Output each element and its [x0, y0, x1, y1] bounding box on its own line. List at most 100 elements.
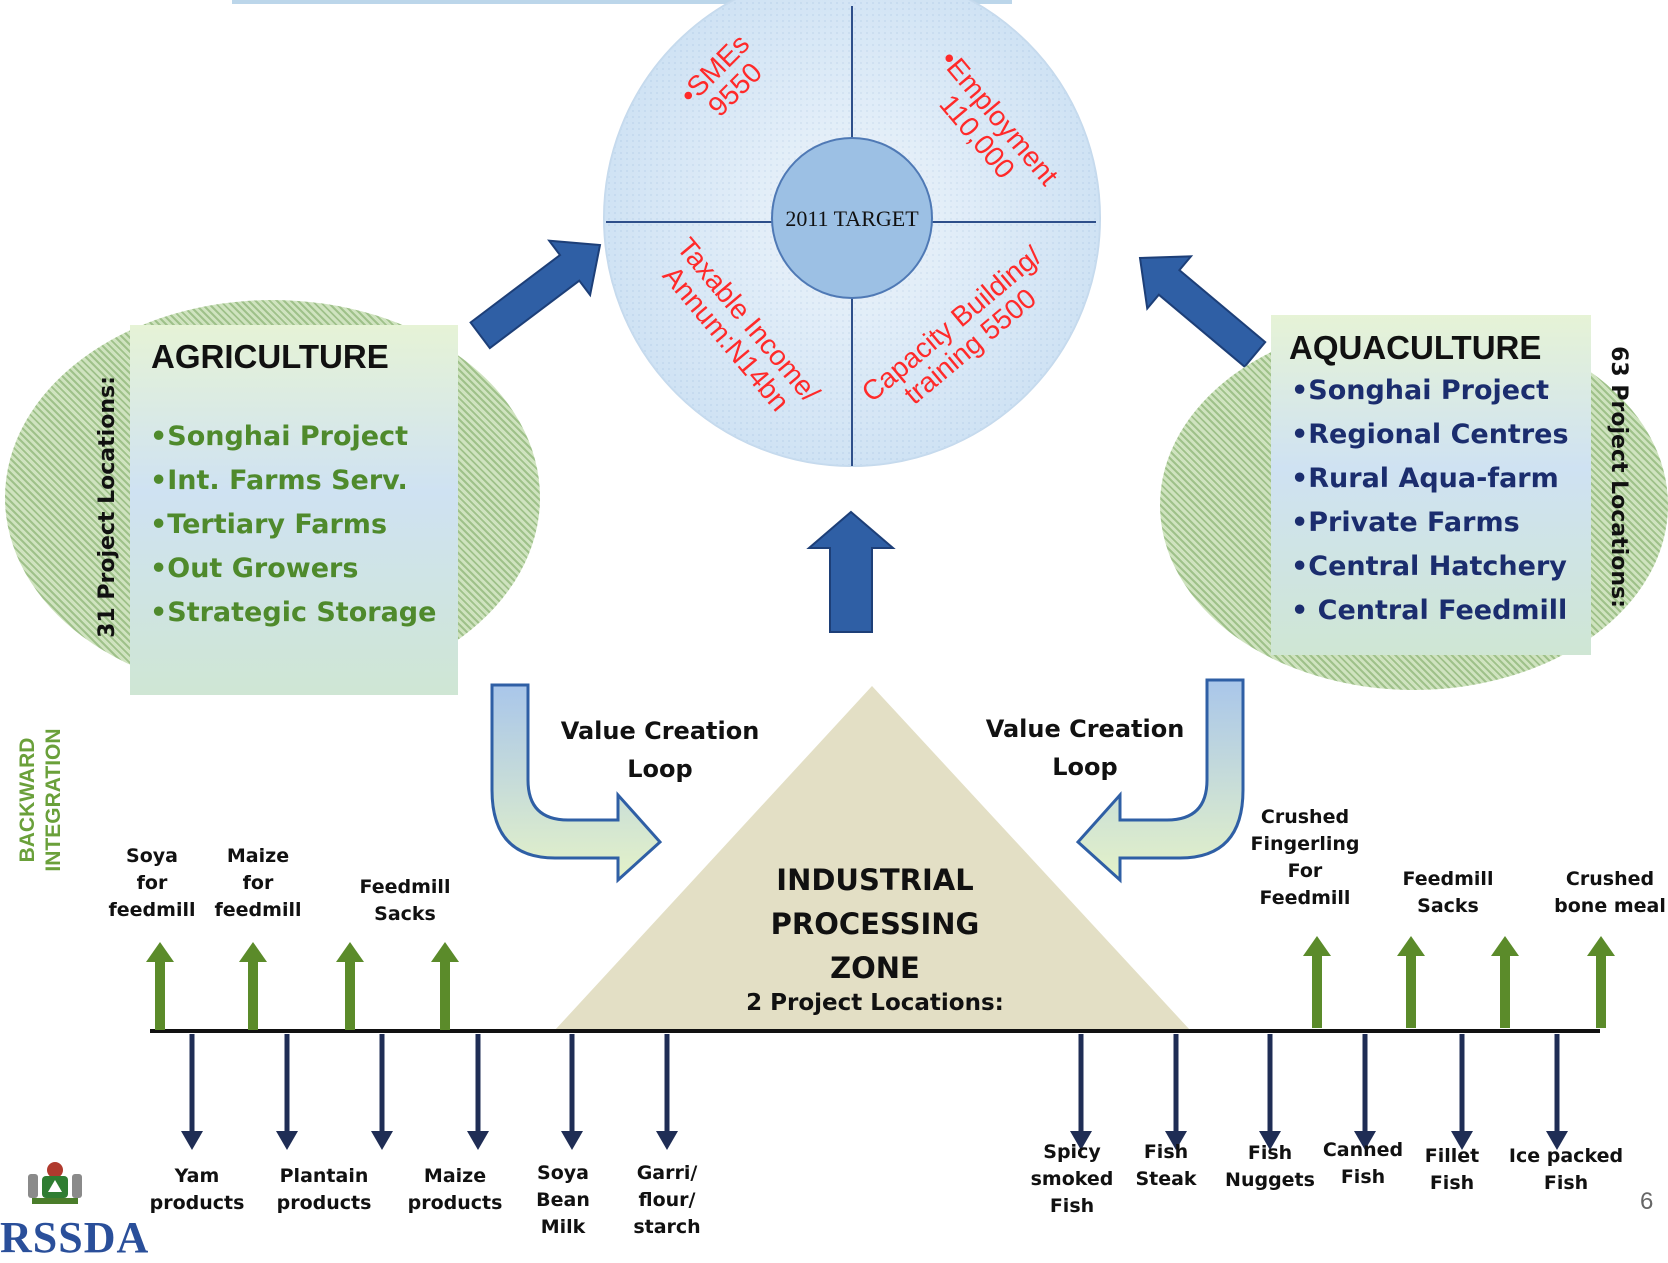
agriculture-item: •Int. Farms Serv.: [150, 465, 408, 496]
output-arrow: [1546, 1034, 1568, 1150]
input-label-soya: Soya for feedmill: [109, 843, 196, 924]
rssda-logo-text: RSSDA: [0, 1213, 150, 1262]
value-loop-right-line2: Loop: [1052, 753, 1118, 781]
input-label-line: Maize: [226, 845, 290, 867]
input-label-line: Fingerling: [1250, 833, 1360, 855]
aquaculture-item: •Central Hatchery: [1291, 551, 1567, 582]
output-label-ice-packed-fish: Ice packed Fish: [1509, 1143, 1623, 1197]
output-label-line: Fish: [1429, 1172, 1475, 1194]
input-arrow: [239, 942, 267, 1030]
value-loop-label-right: Value Creation Loop: [965, 710, 1205, 786]
agriculture-item: •Out Growers: [150, 553, 359, 584]
output-label-line: Ice packed: [1508, 1145, 1624, 1167]
output-arrow: [181, 1034, 203, 1150]
output-label-fish-steak: Fish Steak: [1135, 1139, 1196, 1193]
output-label-line: Garri/: [636, 1162, 698, 1184]
output-arrow: [1165, 1034, 1187, 1150]
input-arrow: [1397, 936, 1425, 1028]
output-arrow: [371, 1034, 393, 1150]
agriculture-panel: AGRICULTURE •Songhai Project •Int. Farms…: [130, 325, 458, 695]
output-label-line: starch: [633, 1216, 701, 1238]
industrial-zone-title: INDUSTRIAL PROCESSING ZONE: [725, 858, 1025, 990]
loop-arrow-right: [1075, 678, 1245, 884]
output-label-line: Yam: [174, 1165, 220, 1187]
input-label-line: feedmill: [108, 899, 196, 921]
input-arrow: [1303, 936, 1331, 1028]
target-inner-circle: [771, 137, 933, 299]
output-label-line: Fish: [1543, 1172, 1589, 1194]
output-label-line: products: [149, 1192, 245, 1214]
output-label-line: Spicy: [1043, 1141, 1101, 1163]
input-label-line: for: [242, 872, 274, 894]
agriculture-item: •Strategic Storage: [150, 597, 437, 628]
aquaculture-panel: AQUACULTURE •Songhai Project •Regional C…: [1271, 315, 1591, 655]
input-label-line: Crushed: [1565, 868, 1655, 890]
input-label-line: Feedmill: [359, 876, 451, 898]
input-label-line: Crushed: [1260, 806, 1350, 828]
loop-arrow-left: [490, 683, 663, 884]
aquaculture-item: • Central Feedmill: [1291, 595, 1568, 626]
output-arrow: [1451, 1034, 1473, 1150]
input-label-line: for: [136, 872, 168, 894]
aquaculture-item: •Private Farms: [1291, 507, 1520, 538]
output-arrow: [561, 1034, 583, 1150]
output-label-line: flour/: [638, 1189, 696, 1211]
output-label-line: products: [276, 1192, 372, 1214]
agriculture-item: •Tertiary Farms: [150, 509, 388, 540]
aquaculture-item: •Regional Centres: [1291, 419, 1569, 450]
backward-integration-line2: INTEGRATION: [42, 728, 65, 872]
input-label-crushed-bone-meal: Crushed bone meal: [1554, 866, 1666, 920]
input-label-line: For: [1287, 860, 1323, 882]
output-label-line: Canned: [1322, 1139, 1404, 1161]
output-label-line: Bean: [536, 1189, 590, 1211]
zone-line1: INDUSTRIAL: [776, 863, 974, 897]
output-label-line: smoked: [1030, 1168, 1114, 1190]
input-arrow: [1491, 936, 1519, 1028]
agriculture-locations-label: 31 Project Locations:: [95, 376, 120, 638]
arrow-zone-to-target: [806, 510, 896, 633]
input-arrow: [431, 942, 459, 1030]
backward-integration-line1: BACKWARD: [16, 737, 39, 863]
aquaculture-title: AQUACULTURE: [1289, 329, 1542, 366]
value-loop-left-line2: Loop: [627, 755, 693, 783]
top-rule: [232, 0, 1012, 4]
value-loop-left-line1: Value Creation: [560, 717, 760, 745]
zone-line3: ZONE: [830, 951, 920, 985]
input-label-crushed-fingerling: Crushed Fingerling For Feedmill: [1250, 804, 1359, 912]
output-arrow: [1259, 1034, 1281, 1150]
input-label-line: Feedmill: [1402, 868, 1494, 890]
input-label-line: Soya: [126, 845, 178, 867]
output-label-line: Fish: [1143, 1141, 1189, 1163]
output-label-line: Steak: [1135, 1168, 1197, 1190]
output-label-fillet-fish: Fillet Fish: [1425, 1143, 1480, 1197]
target-center-label: 2011 TARGET: [785, 206, 919, 231]
industrial-zone-locations: 2 Project Locations:: [746, 990, 1004, 1016]
input-label-feedmill-sacks: Feedmill Sacks: [360, 874, 451, 928]
output-label-line: Plantain: [279, 1165, 369, 1187]
aquaculture-item: •Songhai Project: [1291, 375, 1550, 406]
output-label-yam: Yam products: [150, 1163, 245, 1217]
input-label-line: Sacks: [1417, 895, 1479, 917]
input-arrow: [1587, 936, 1615, 1028]
output-label-plantain: Plantain products: [277, 1163, 372, 1217]
input-label-line: Sacks: [374, 903, 436, 925]
page-number: 6: [1640, 1188, 1654, 1215]
input-arrow: [146, 942, 174, 1030]
output-label-line: Maize: [423, 1165, 487, 1187]
output-label-line: Fish: [1340, 1166, 1386, 1188]
output-label-fish-nuggets: Fish Nuggets: [1225, 1140, 1315, 1194]
output-label-spicy-smoked-fish: Spicy smoked Fish: [1031, 1139, 1114, 1220]
aquaculture-item: •Rural Aqua-farm: [1291, 463, 1559, 494]
output-arrow: [656, 1034, 678, 1150]
output-label-line: Soya: [537, 1162, 589, 1184]
output-label-line: Milk: [540, 1216, 586, 1238]
output-arrow: [1354, 1034, 1376, 1150]
output-label-line: Fish: [1247, 1142, 1293, 1164]
agriculture-item: •Songhai Project: [150, 421, 409, 452]
aquaculture-locations-label-box: 63 Project Locations:: [1601, 312, 1631, 642]
input-arrow: [336, 942, 364, 1030]
output-label-line: Nuggets: [1225, 1169, 1315, 1191]
input-label-line: feedmill: [214, 899, 302, 921]
output-label-maize-products: Maize products: [408, 1163, 503, 1217]
